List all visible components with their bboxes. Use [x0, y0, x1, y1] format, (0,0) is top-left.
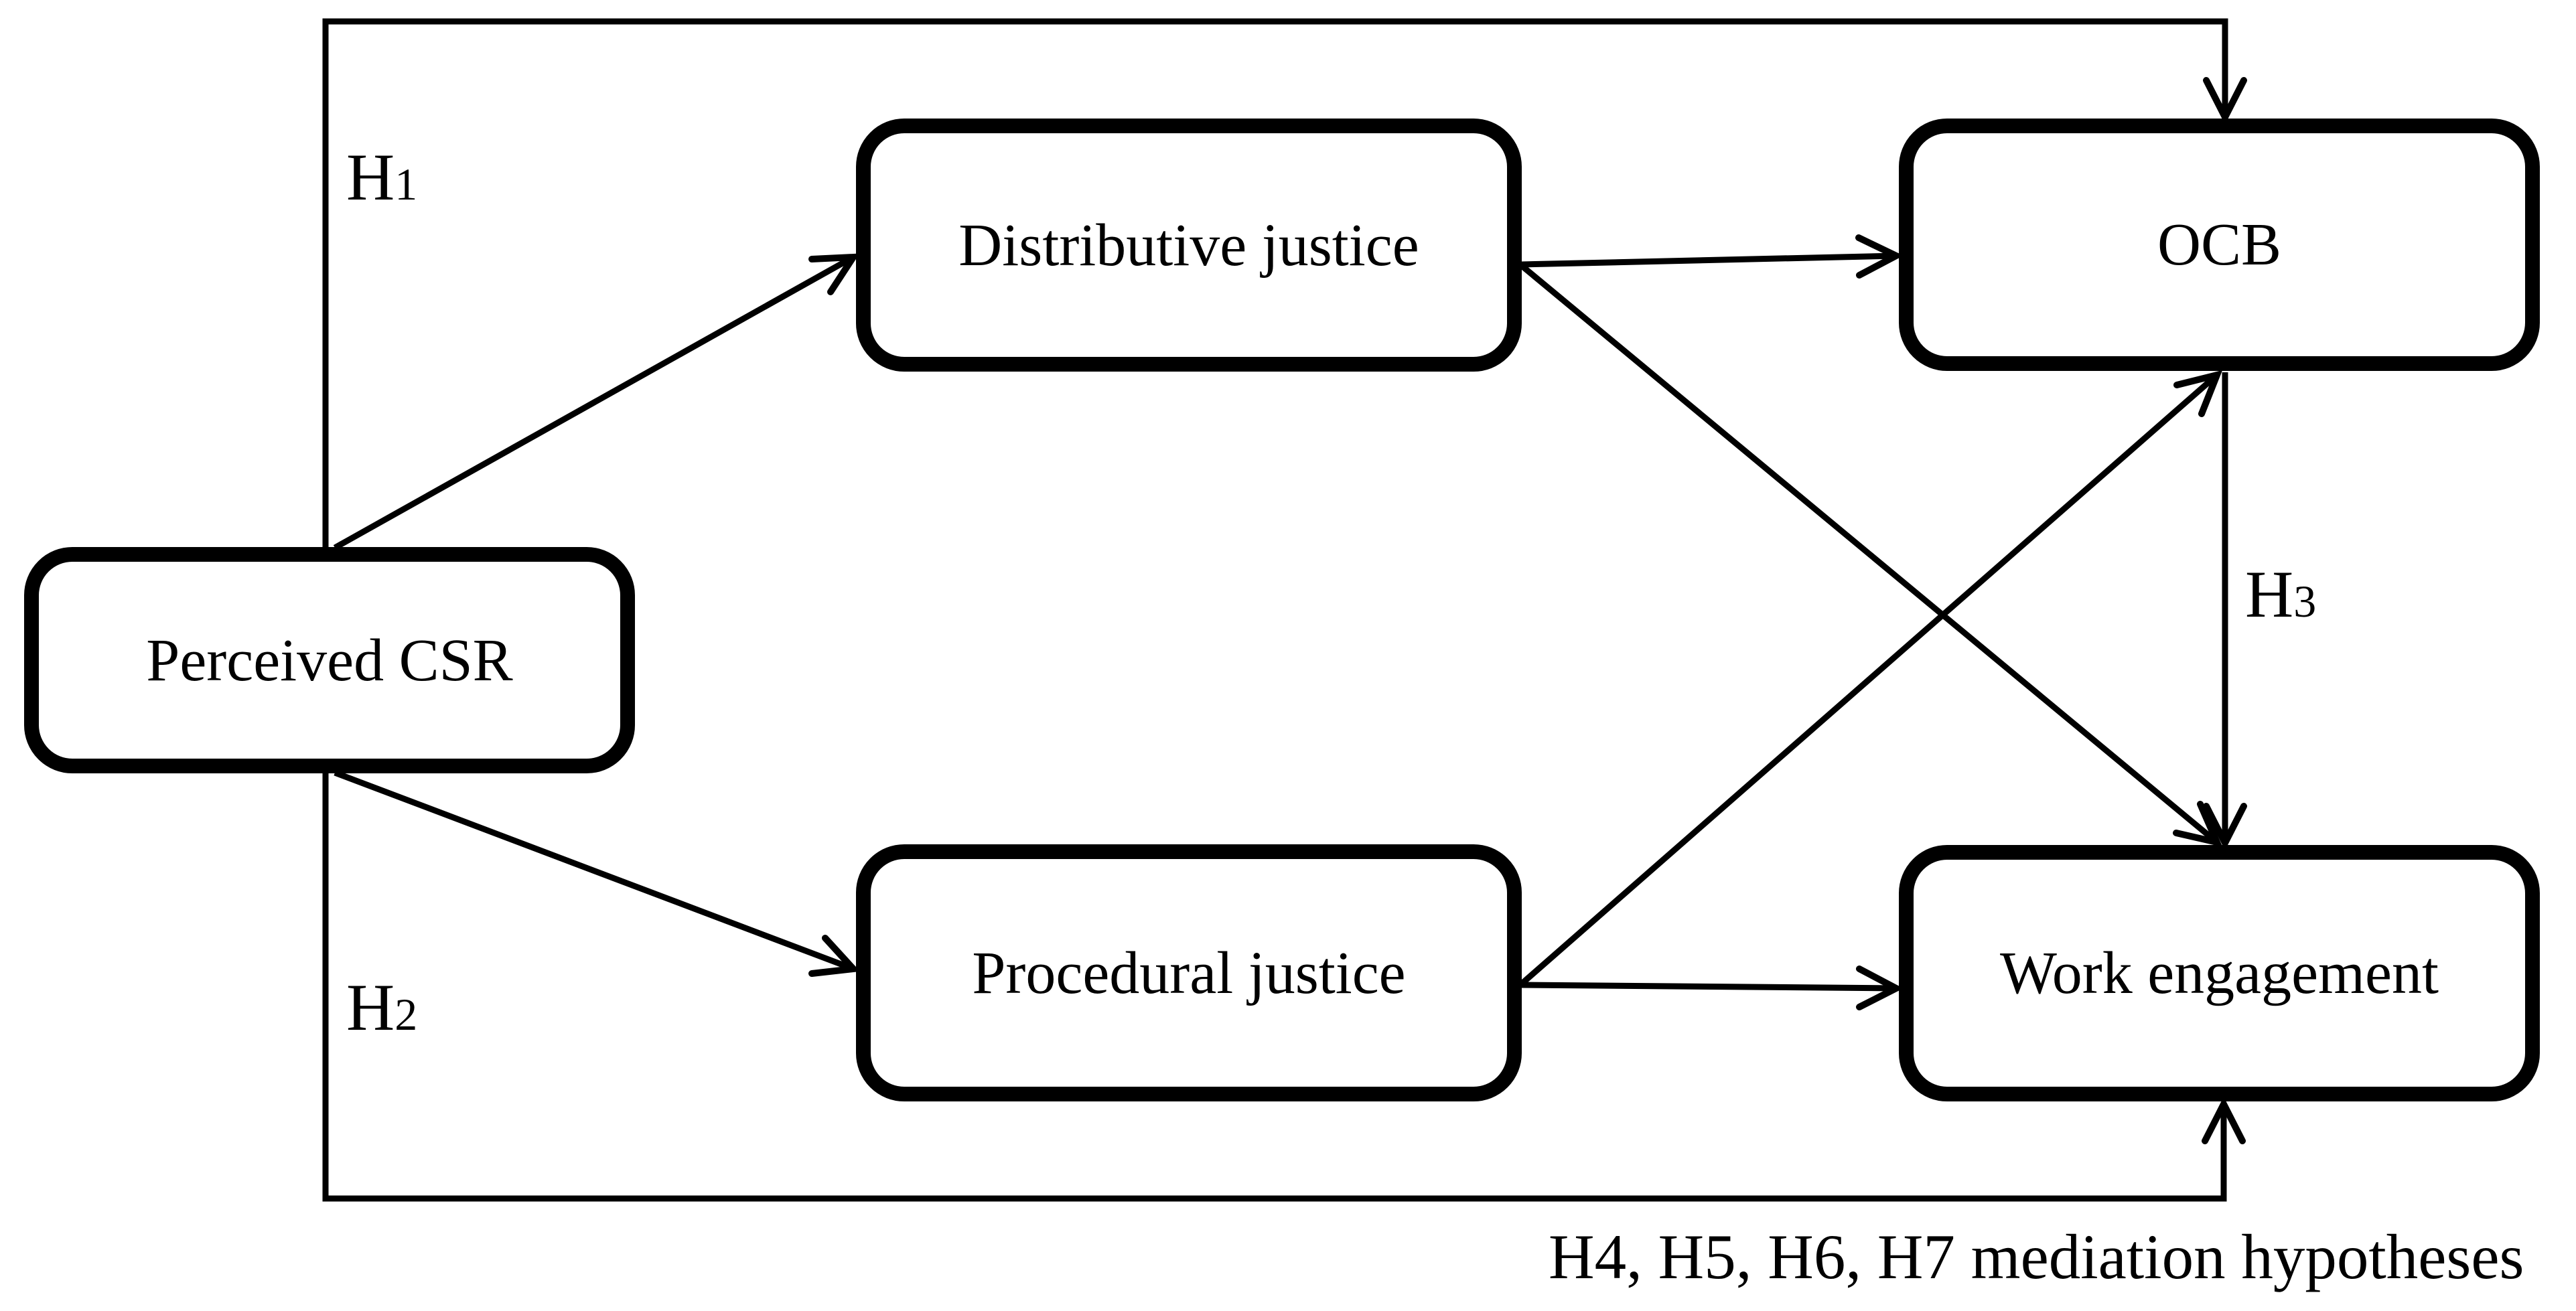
h3-label: H3 [2245, 561, 2316, 628]
h1-label: H1 [346, 144, 417, 211]
edge-csr-pj [334, 769, 861, 977]
edge-csr-we-line [322, 660, 2227, 1202]
edge-pj-ocb-line [1520, 372, 2219, 986]
h2-label: H2 [346, 974, 417, 1041]
edge-dj-we-line [1520, 263, 2219, 845]
h1-base: H [346, 140, 395, 214]
edge-dj-ocb-line [1521, 252, 1897, 268]
h3-subscript: 3 [2293, 576, 2317, 627]
edge-csr-ocb-arrowhead-icon [2203, 77, 2247, 125]
edge-csr-dj-line [333, 254, 855, 550]
edge-csr-ocb-line [322, 18, 2228, 660]
edge-dj-we-arrowhead-icon [2173, 801, 2223, 848]
node-distributive-justice: Distributive justice [856, 119, 1522, 372]
edge-csr-dj [333, 253, 860, 550]
edge-pj-ocb [1520, 370, 2223, 986]
edge-ocb-we-arrowhead-icon [2203, 803, 2247, 851]
node-ocb-label: OCB [2157, 212, 2282, 278]
edge-dj-we [1520, 263, 2223, 848]
node-work-engagement: Work engagement [1899, 845, 2540, 1101]
node-distributive-justice-label: Distributive justice [958, 212, 1419, 279]
edge-dj-ocb [1521, 234, 1904, 279]
node-ocb: OCB [1899, 119, 2540, 371]
node-procedural-justice-label: Procedural justice [972, 939, 1406, 1006]
node-perceived-csr: Perceived CSR [24, 547, 635, 773]
edge-pj-we-line [1521, 982, 1897, 992]
h2-base: H [346, 970, 395, 1045]
h1-subscript: 1 [395, 159, 418, 210]
edge-ocb-we-h3 [2203, 372, 2247, 851]
edge-csr-dj-arrowhead-icon [808, 253, 860, 295]
node-procedural-justice: Procedural justice [856, 844, 1522, 1101]
edge-dj-ocb-arrowhead-icon [1855, 234, 1904, 279]
h2-subscript: 2 [395, 989, 418, 1040]
node-perceived-csr-label: Perceived CSR [146, 627, 513, 694]
edge-pj-we [1521, 966, 1904, 1010]
edge-pj-we-arrowhead-icon [1856, 966, 1904, 1010]
mediation-caption: H4, H5, H6, H7 mediation hypotheses [1549, 1221, 2524, 1292]
node-work-engagement-label: Work engagement [1999, 940, 2439, 1006]
edge-pj-ocb-arrowhead-icon [2173, 370, 2223, 417]
edge-csr-we-h2 [322, 660, 2246, 1202]
edge-csr-pj-arrowhead-icon [808, 935, 861, 977]
edge-csr-pj-line [334, 769, 855, 972]
edge-csr-ocb-h1 [322, 18, 2247, 660]
edge-csr-we-arrowhead-icon [2202, 1096, 2246, 1144]
h3-base: H [2245, 557, 2294, 631]
